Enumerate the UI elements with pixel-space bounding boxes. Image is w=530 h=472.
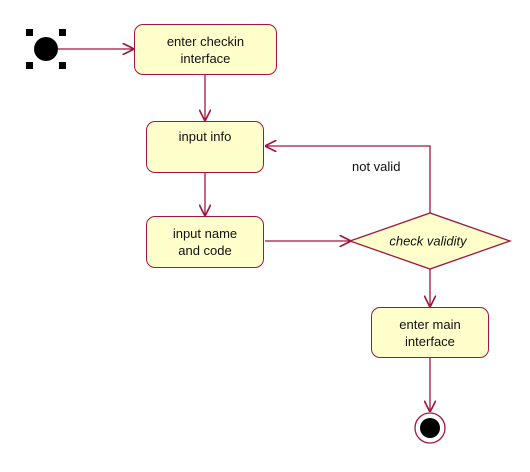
- selection-handle-top-left[interactable]: [26, 29, 33, 36]
- initial-node[interactable]: [34, 37, 58, 61]
- activity-enter-main-interface[interactable]: enter main interface: [371, 307, 489, 358]
- activity-enter-checkin-interface[interactable]: enter checkin interface: [134, 24, 277, 75]
- activity-input-info[interactable]: input info: [146, 121, 264, 173]
- selection-handle-bottom-left[interactable]: [26, 62, 33, 69]
- selection-handle-top-right[interactable]: [59, 29, 66, 36]
- activity-input-name-and-code[interactable]: input name and code: [146, 216, 264, 268]
- selection-handle-bottom-right[interactable]: [59, 62, 66, 69]
- guard-not-valid: not valid: [352, 159, 401, 174]
- flow-decision-to-input-info[interactable]: [266, 146, 431, 213]
- final-node-inner: [420, 418, 440, 438]
- decision-label: check validity: [389, 233, 467, 249]
- decision-node[interactable]: [348, 212, 512, 270]
